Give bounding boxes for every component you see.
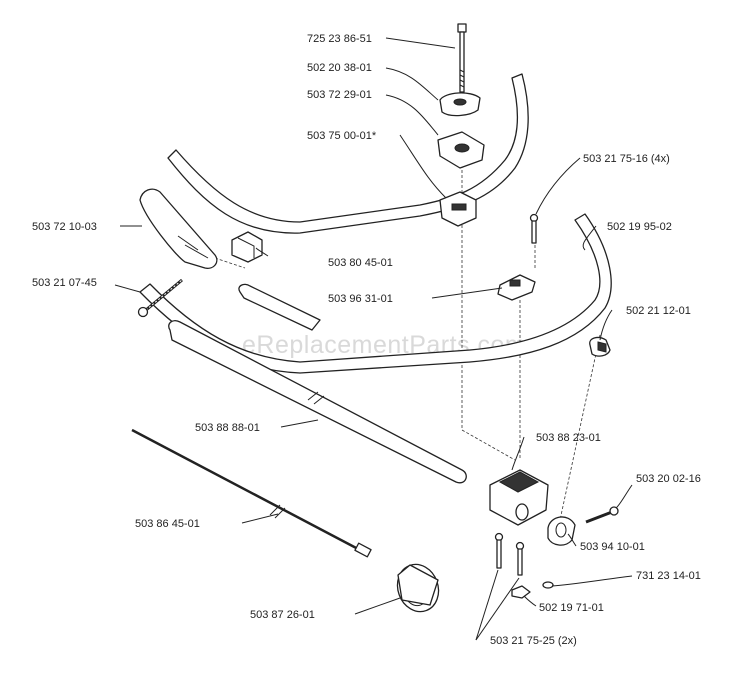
- rear-handlebar: [167, 73, 529, 234]
- leader-lines: [114, 37, 633, 641]
- clamp-base-part: [439, 191, 477, 227]
- label-503-96-31-01: 503 96 31-01: [328, 293, 393, 305]
- grip-part: [139, 188, 218, 269]
- label-502-21-12-01: 502 21 12-01: [626, 305, 691, 317]
- lower-screws-part: [494, 532, 525, 576]
- label-503-75-00-01: 503 75 00-01*: [307, 130, 377, 142]
- small-screw-part: [529, 213, 539, 244]
- label-503-88-23-01: 503 88 23-01: [536, 432, 601, 444]
- label-503-21-75-25: 503 21 75-25 (2x): [490, 635, 577, 647]
- knob-nut-part: [589, 336, 611, 357]
- part-labels: 725 23 86-51 502 20 38-01 503 72 29-01 5…: [32, 33, 701, 647]
- cable-part: [131, 428, 372, 558]
- front-handlebar: [139, 213, 612, 374]
- tube-part: [168, 320, 467, 484]
- label-503-72-10-03: 503 72 10-03: [32, 221, 97, 233]
- label-503-21-07-45: 503 21 07-45: [32, 277, 97, 289]
- handle-bracket-part: [497, 274, 536, 301]
- clamp-half-part: [547, 516, 576, 546]
- label-502-19-71-01: 502 19 71-01: [539, 602, 604, 614]
- reel-part: [396, 563, 440, 613]
- label-725-23-86-51: 725 23 86-51: [307, 33, 372, 45]
- label-503-88-88-01: 503 88 88-01: [195, 422, 260, 434]
- top-bolt-part: [457, 23, 467, 93]
- label-503-20-02-16: 503 20 02-16: [636, 473, 701, 485]
- label-503-86-45-01: 503 86 45-01: [135, 518, 200, 530]
- side-screw-part: [585, 506, 619, 524]
- nut-part: [511, 585, 531, 599]
- spring-washer-part: [542, 581, 554, 589]
- clamp-top-part: [437, 131, 485, 169]
- label-503-80-45-01: 503 80 45-01: [328, 257, 393, 269]
- label-502-20-38-01: 502 20 38-01: [307, 62, 372, 74]
- label-502-19-95-02: 502 19 95-02: [607, 221, 672, 233]
- label-503-72-29-01: 503 72 29-01: [307, 89, 372, 101]
- holder-part: [489, 469, 549, 526]
- label-731-23-14-01: 731 23 14-01: [636, 570, 701, 582]
- label-503-87-26-01: 503 87 26-01: [250, 609, 315, 621]
- throttle-bracket-part: [231, 231, 263, 263]
- grip-screw-part: [137, 278, 183, 318]
- label-503-21-75-16: 503 21 75-16 (4x): [583, 153, 670, 165]
- label-503-94-10-01: 503 94 10-01: [580, 541, 645, 553]
- short-tube-part: [238, 283, 321, 331]
- clamp-knob-part: [439, 92, 481, 117]
